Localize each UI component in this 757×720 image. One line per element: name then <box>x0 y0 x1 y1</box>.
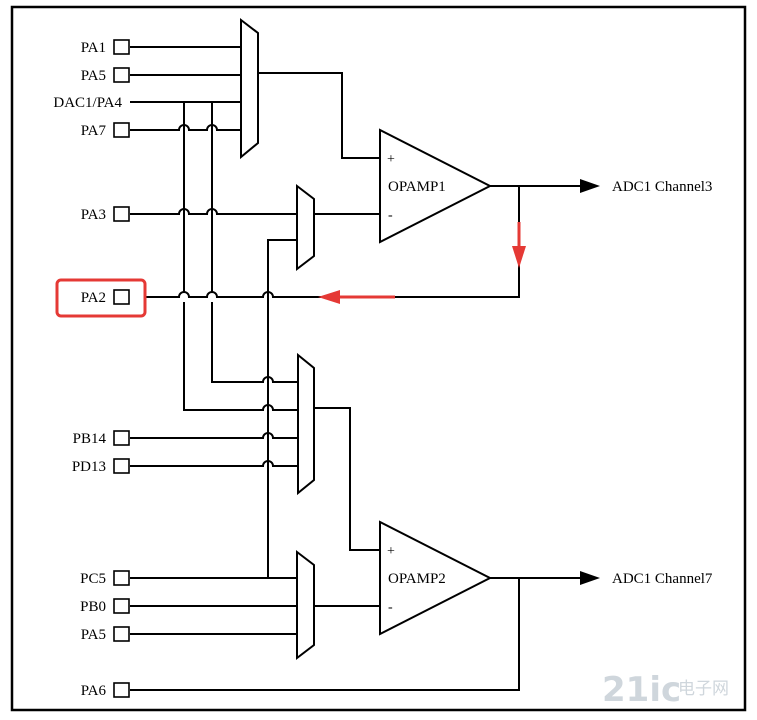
mux-top <box>240 17 259 160</box>
opamp1-plus: + <box>387 152 395 167</box>
pin-label-pa7: PA7 <box>81 123 107 139</box>
pin-label-pd13: PD13 <box>72 459 106 475</box>
red-down-arrow-icon <box>512 222 526 268</box>
diagram-frame <box>10 5 747 712</box>
mux-opamp2-plus <box>297 352 315 496</box>
pin-boxes <box>113 39 130 698</box>
output-adc1-channel7: ADC1 Channel7 <box>612 571 713 587</box>
opamp2: + - OPAMP2 <box>379 520 493 636</box>
watermark-logo: 21ic 电子网 <box>602 670 729 710</box>
watermark-logo-text: 21ic <box>602 670 681 710</box>
pa2-highlight-box <box>55 278 147 318</box>
pin-label-pa5-bottom: PA5 <box>81 627 106 643</box>
output-adc1-channel3: ADC1 Channel3 <box>612 179 712 195</box>
pin-label-pa1: PA1 <box>81 40 106 56</box>
mux-opamp2-minus <box>296 549 315 661</box>
pin-label-pa2: PA2 <box>81 290 106 306</box>
pin-label-pa5: PA5 <box>81 68 106 84</box>
arrow-out1-icon <box>580 179 600 193</box>
wire-crossings <box>130 240 298 578</box>
pin-label-pb0: PB0 <box>80 599 106 615</box>
pin-label-dac1-pa4: DAC1/PA4 <box>53 95 122 111</box>
opamp2-plus: + <box>387 544 395 559</box>
opamp1: + - OPAMP1 <box>379 128 493 244</box>
arrow-out2-icon <box>580 571 600 585</box>
opamp1-minus: - <box>388 208 393 223</box>
pin-label-pa6: PA6 <box>81 683 107 699</box>
wires <box>130 46 585 691</box>
mux-opamp1-minus <box>296 183 315 272</box>
pin-label-pb14: PB14 <box>73 431 107 447</box>
opamp2-label: OPAMP2 <box>388 571 446 587</box>
opamp2-minus: - <box>388 600 393 615</box>
opamp1-label: OPAMP1 <box>388 179 446 195</box>
watermark-cn-text: 电子网 <box>678 679 729 699</box>
pin-label-pa3: PA3 <box>81 207 106 223</box>
pin-label-pc5: PC5 <box>80 571 106 587</box>
red-left-arrow-icon <box>318 290 395 304</box>
